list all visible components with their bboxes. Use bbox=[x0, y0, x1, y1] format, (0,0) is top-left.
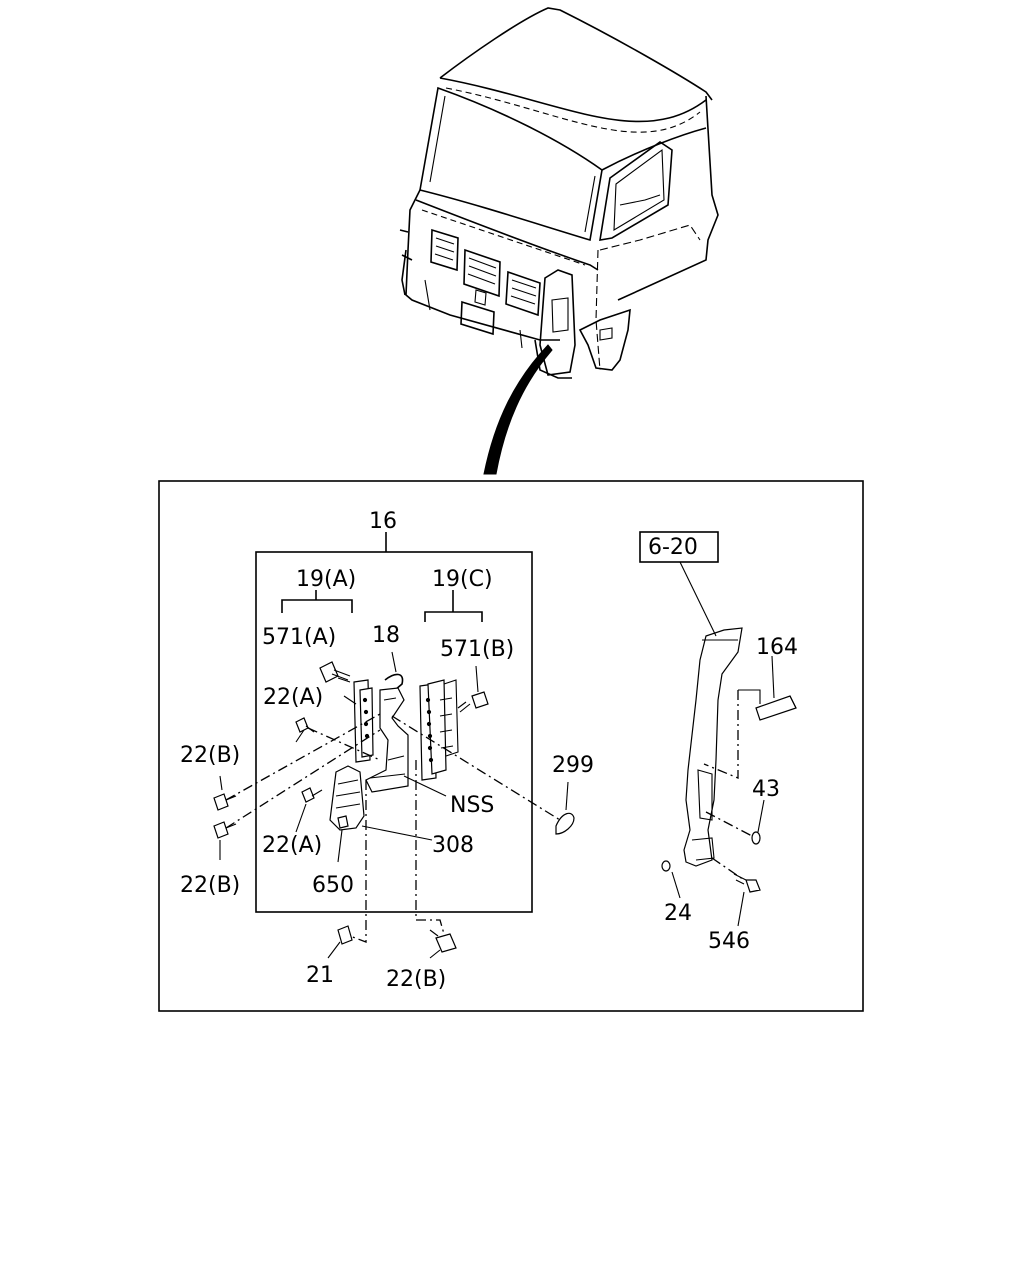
label-650: 650 bbox=[312, 873, 354, 898]
leader-lines-right bbox=[671, 561, 775, 927]
label-43: 43 bbox=[752, 777, 780, 802]
outer-frame bbox=[158, 480, 864, 1012]
label-16: 16 bbox=[369, 509, 397, 534]
assembly-box-16 bbox=[255, 551, 533, 913]
label-21: 21 bbox=[306, 963, 334, 988]
side-panel-assembly bbox=[661, 627, 797, 893]
label-571b: 571(B) bbox=[440, 637, 514, 662]
label-22b-left-2: 22(B) bbox=[180, 873, 240, 898]
label-19c: 19(C) bbox=[432, 567, 493, 592]
label-24: 24 bbox=[664, 901, 692, 926]
leader-lines-left bbox=[219, 651, 569, 959]
label-164: 164 bbox=[756, 635, 798, 660]
label-6-20: 6-20 bbox=[648, 535, 698, 560]
truck-cab-illustration bbox=[399, 7, 719, 475]
label-22b-bottom: 22(B) bbox=[386, 967, 446, 992]
label-546: 546 bbox=[708, 929, 750, 954]
label-22a-bottom: 22(A) bbox=[262, 833, 322, 858]
bracket-assembly bbox=[213, 661, 575, 953]
label-nss: NSS bbox=[450, 793, 494, 818]
reference-box-6-20 bbox=[639, 531, 719, 563]
label-19a: 19(A) bbox=[296, 567, 356, 592]
label-22a-top: 22(A) bbox=[263, 685, 323, 710]
label-308: 308 bbox=[432, 833, 474, 858]
label-18: 18 bbox=[372, 623, 400, 648]
label-22b-left-1: 22(B) bbox=[180, 743, 240, 768]
part-labels: 16 19(A) 19(C) 571(A) 18 571(B) 22(A) 22… bbox=[180, 509, 798, 992]
label-571a: 571(A) bbox=[262, 625, 336, 650]
label-299: 299 bbox=[552, 753, 594, 778]
